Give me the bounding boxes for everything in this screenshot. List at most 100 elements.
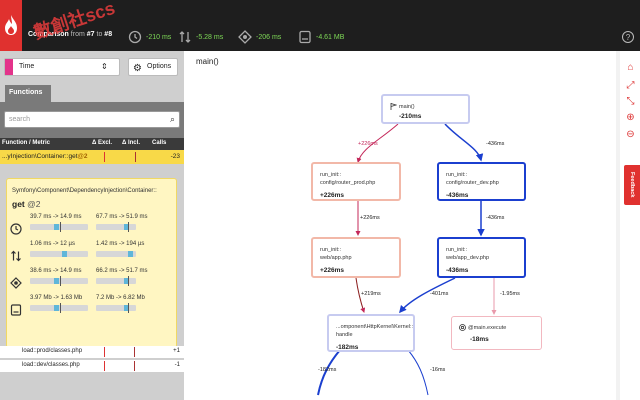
edge-kernel-child-1	[317, 349, 341, 396]
metric-cpu: -206 ms	[238, 28, 281, 46]
metric-memory: -4.61 MB	[298, 28, 344, 46]
graph-node-app-dev[interactable]: run_init:: web/app_dev.php -436ms	[437, 237, 526, 278]
list-item[interactable]: load::dev/classes.php -1	[0, 360, 184, 372]
mem-incl-mark	[124, 305, 129, 311]
time-excl-bar	[30, 224, 88, 230]
expand-icon[interactable]: ⤢	[626, 80, 635, 91]
time-incl-mark	[124, 224, 129, 230]
clock-icon	[10, 223, 22, 235]
io-excl-bar	[30, 251, 88, 257]
edge-label: +226ms	[360, 215, 380, 221]
io-incl-text: 1.42 ms -> 194 µs	[96, 241, 145, 247]
cpu-incl-bar	[96, 278, 136, 284]
tooltip-namespace: Symfony\Component\DependencyInjection\Co…	[12, 188, 157, 194]
page-title: Comparison from #7 to #8	[28, 31, 113, 38]
graph-node-main[interactable]: main() -210ms	[381, 94, 470, 124]
io-excl-mark	[62, 251, 67, 257]
top-bar: Comparison from #7 to #8 -210 ms -5.28 m…	[0, 0, 640, 51]
cpu-incl-mark	[124, 278, 129, 284]
graph-scrollbar[interactable]	[616, 51, 620, 400]
fit-icon[interactable]: ⤡	[626, 96, 635, 107]
dimension-value: Time	[19, 63, 35, 70]
graph-toolbar: ⌂ ⤢ ⤡ ⊕ ⊖	[620, 58, 640, 148]
home-icon[interactable]: ⌂	[627, 62, 634, 73]
arrows-updown-icon	[179, 31, 191, 43]
function-tooltip	[6, 178, 177, 348]
edge-label: -1.95ms	[500, 291, 520, 297]
graph-node-main-execute[interactable]: @main.execute -18ms	[451, 316, 542, 350]
mem-excl-text: 3.97 Mb -> 1.63 Mb	[30, 295, 83, 301]
zoom-in-icon[interactable]: ⊕	[626, 112, 635, 123]
cpu-excl-bar	[30, 278, 88, 284]
graph-node-kernel-handle[interactable]: ...omponent\HttpKernel\Kernel:: handle -…	[327, 314, 415, 352]
dimension-color-swatch	[5, 59, 13, 75]
gear-icon: ⚙	[133, 63, 142, 74]
edge-label: -16ms	[430, 367, 446, 373]
search-input[interactable]: search ⌕	[4, 111, 180, 128]
clock-icon	[128, 30, 142, 44]
edge-app-kernel	[355, 277, 366, 313]
graph-node-app[interactable]: run_init:: web/app.php +226ms	[311, 237, 401, 278]
cpu-excl-mark	[54, 278, 59, 284]
cpu-excl-ref	[60, 276, 61, 286]
table-row-selected[interactable]: ...yInjection\Container::get@2 -23	[0, 150, 184, 164]
calls-value: -23	[170, 153, 180, 160]
edge-label: -436ms	[486, 215, 505, 221]
time-incl-bar	[96, 224, 136, 230]
mem-excl-mark	[54, 305, 59, 311]
function-name: ...yInjection\Container::get	[2, 153, 78, 160]
edge-appdev-kernel	[399, 277, 456, 314]
table-header: Function / Metric Δ Excl. Δ Incl. Calls	[0, 138, 184, 150]
chip-icon	[10, 277, 22, 289]
flag-icon	[390, 103, 397, 110]
flame-icon	[5, 15, 17, 35]
edge-label: +219ms	[361, 291, 381, 297]
col-incl[interactable]: Δ Incl.	[122, 140, 140, 146]
cpu-incl-ref	[128, 276, 129, 286]
select-toggle-icon: ⇕	[101, 62, 108, 71]
mem-incl-text: 7.2 Mb -> 6.82 Mb	[96, 295, 145, 301]
time-excl-mark	[54, 224, 59, 230]
io-excl-text: 1.06 ms -> 12 µs	[30, 241, 75, 247]
tab-functions[interactable]: Functions	[5, 85, 51, 102]
zoom-out-icon[interactable]: ⊖	[626, 129, 635, 140]
memory-icon	[299, 30, 311, 44]
list-item[interactable]: load::prod/classes.php +1	[0, 346, 184, 358]
search-icon: ⌕	[169, 114, 175, 124]
mem-incl-bar	[96, 305, 136, 311]
cpu-excl-text: 38.6 ms -> 14.9 ms	[30, 268, 82, 274]
edge-label: +226ms	[358, 141, 378, 147]
excl-marker	[104, 347, 105, 357]
time-excl-ref	[60, 222, 61, 232]
tooltip-function: get @2	[12, 199, 41, 209]
graph-node-router-prod[interactable]: run_init:: config/router_prod.php +226ms	[311, 162, 401, 201]
incl-marker	[135, 152, 136, 162]
excl-marker	[104, 361, 105, 371]
time-incl-text: 67.7 ms -> 51.9 ms	[96, 214, 148, 220]
cpu-incl-text: 66.2 ms -> 51.7 ms	[96, 268, 148, 274]
options-button[interactable]: ⚙ Options	[128, 58, 178, 76]
time-excl-text: 39.7 ms -> 14.9 ms	[30, 214, 82, 220]
arrows-updown-icon	[11, 250, 21, 262]
instance-suffix: @2	[77, 153, 88, 160]
graph-node-router-dev[interactable]: run_init:: config/router_dev.php -436ms	[437, 162, 526, 201]
dimension-select[interactable]: Time ⇕	[4, 58, 120, 76]
graph-title: main()	[196, 57, 219, 66]
io-incl-bar	[96, 251, 136, 257]
edge-main-routerdev	[444, 123, 484, 162]
col-calls[interactable]: Calls	[152, 140, 167, 146]
col-excl[interactable]: Δ Excl.	[92, 140, 112, 146]
incl-marker	[134, 361, 135, 371]
incl-marker	[134, 347, 135, 357]
metric-io: -5.28 ms	[178, 28, 223, 46]
edge-kernel-child-2	[407, 349, 429, 396]
feedback-tab[interactable]: Feedback	[624, 165, 640, 205]
io-incl-mark	[128, 251, 133, 257]
help-button[interactable]: ?	[622, 31, 634, 43]
metric-time: -210 ms	[128, 28, 171, 46]
col-function[interactable]: Function / Metric	[2, 140, 50, 146]
blackfire-logo[interactable]	[0, 0, 22, 51]
at-icon	[459, 324, 466, 331]
mem-excl-bar	[30, 305, 88, 311]
